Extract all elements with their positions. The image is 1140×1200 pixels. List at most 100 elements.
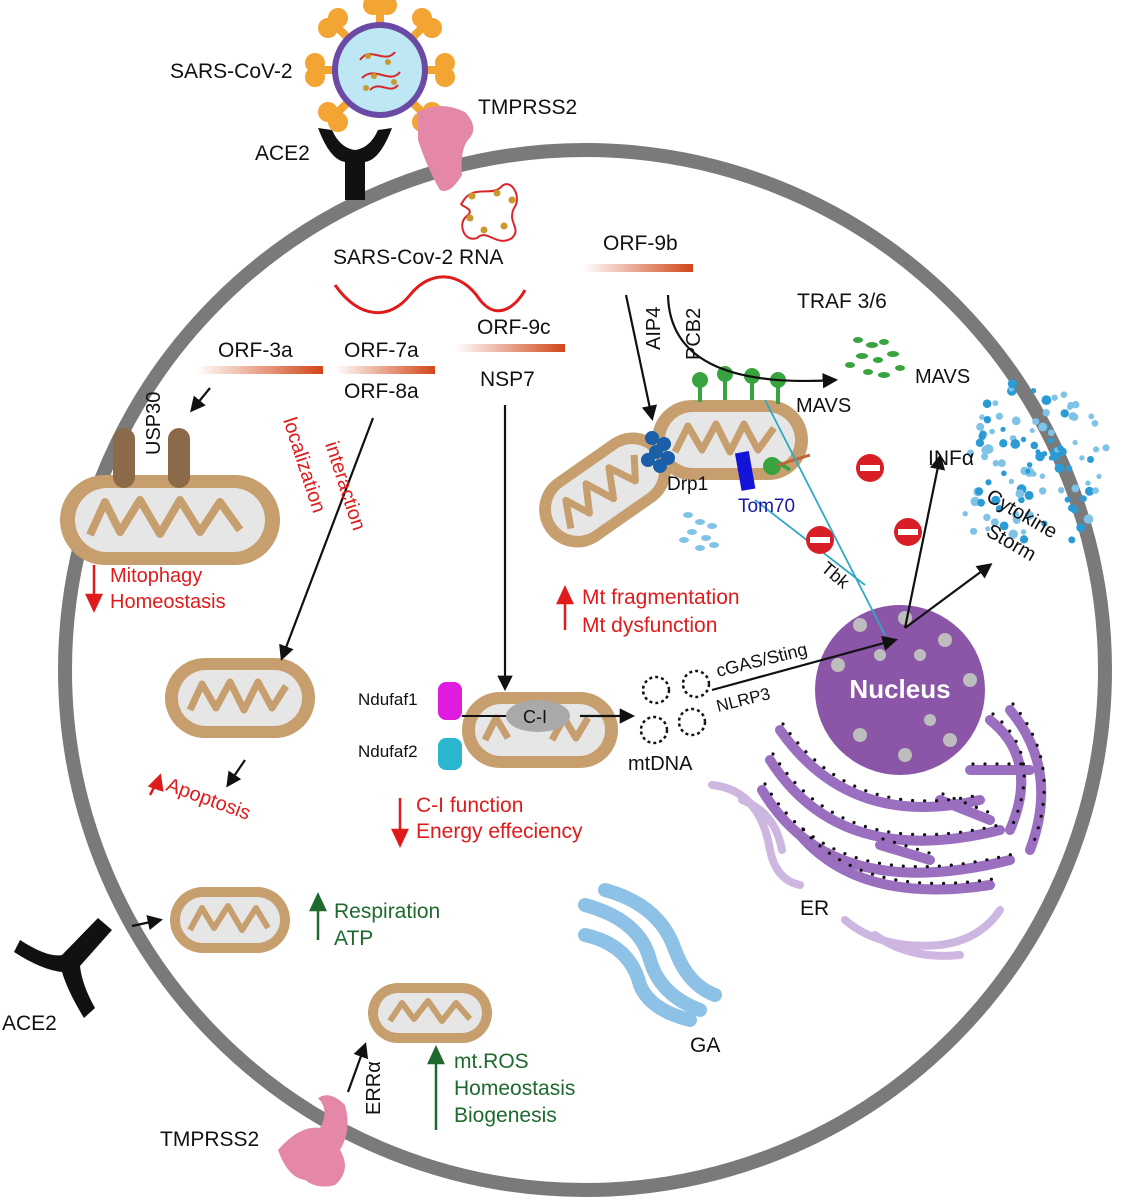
er-ribosome bbox=[1030, 732, 1035, 736]
er-ribosome bbox=[1007, 762, 1011, 766]
cytokine-dot bbox=[982, 399, 992, 409]
er-ribosome bbox=[841, 816, 845, 820]
cytokine-dots[interactable] bbox=[962, 379, 1110, 544]
cytokine-dot bbox=[1032, 418, 1040, 426]
label-nsp7: NSP7 bbox=[480, 368, 535, 391]
er-ribosome bbox=[963, 801, 967, 805]
cytokine-dot bbox=[979, 430, 987, 438]
cytokine-dot bbox=[1010, 439, 1021, 449]
er-ribosome bbox=[852, 820, 856, 825]
er-ribosome bbox=[887, 795, 891, 799]
er-ribosome bbox=[1021, 762, 1025, 766]
er-ribosome bbox=[906, 880, 910, 884]
viral-rna-icon bbox=[460, 183, 518, 242]
cytokine-dot bbox=[1035, 451, 1045, 462]
cytokine-dot bbox=[1020, 436, 1027, 443]
er-ribosome bbox=[913, 865, 917, 869]
cytokine-dot bbox=[1047, 429, 1055, 436]
er-ribosome bbox=[925, 865, 929, 869]
green-arrows bbox=[309, 892, 445, 1130]
er-ribosome bbox=[1039, 814, 1043, 818]
cytokine-dot bbox=[1066, 465, 1073, 472]
er-ribosome bbox=[1041, 766, 1045, 771]
label-usp30: USP30 bbox=[143, 392, 165, 455]
er-ribosome bbox=[866, 859, 870, 863]
mavs-cluster bbox=[845, 337, 905, 378]
label-ci: C-I bbox=[523, 707, 547, 727]
er-ribosome bbox=[958, 830, 963, 834]
cytokine-dot bbox=[970, 527, 978, 535]
er-ribosome bbox=[771, 752, 775, 756]
cytokine-dot bbox=[1047, 437, 1054, 444]
ndufaf1-protein bbox=[438, 682, 462, 720]
cytokine-dot bbox=[1041, 520, 1048, 527]
cytokine-dot bbox=[1012, 515, 1020, 523]
cytokine-dot bbox=[1102, 444, 1110, 452]
cytokine-dot bbox=[999, 521, 1009, 531]
cytokine-dot bbox=[1025, 468, 1031, 474]
label-tmprss2-top: TMPRSS2 bbox=[478, 96, 577, 119]
cytokine-dot bbox=[1070, 505, 1079, 514]
label-erra: ERRα bbox=[363, 1061, 385, 1115]
er-ribosome bbox=[923, 833, 927, 837]
label-drp1: Drp1 bbox=[667, 474, 708, 495]
cytokine-dot bbox=[1029, 428, 1035, 433]
er-ribosome bbox=[904, 844, 908, 848]
er-ribosome bbox=[1021, 786, 1025, 790]
label-mavs-mito: MAVS bbox=[796, 395, 851, 417]
label-orf9c: ORF-9c bbox=[477, 316, 551, 339]
er-ribosome bbox=[941, 792, 945, 796]
er-ribosome bbox=[877, 861, 882, 865]
cytokine-dot bbox=[1011, 416, 1021, 426]
cytokine-dot bbox=[1030, 388, 1037, 394]
er-ribosome bbox=[952, 796, 956, 801]
er-ribosome bbox=[776, 802, 781, 806]
er-ribosome bbox=[989, 877, 994, 881]
er-ribosome bbox=[810, 797, 815, 801]
label-tom70: Tom70 bbox=[738, 496, 795, 517]
red-arrows bbox=[85, 565, 574, 848]
er-ribosome bbox=[843, 852, 847, 856]
label-apoptosis: Apoptosis bbox=[163, 774, 253, 825]
er-ribosome bbox=[784, 811, 788, 815]
er-ribosome bbox=[961, 862, 965, 866]
cytokine-dot bbox=[1024, 510, 1034, 520]
er-ribosome bbox=[813, 758, 817, 762]
label-homeostasis-2: Homeostasis bbox=[454, 1077, 575, 1100]
mitochondrion-respiration bbox=[170, 887, 290, 953]
er-ribosome bbox=[958, 796, 963, 800]
mitochondrion-apoptosis bbox=[165, 658, 315, 738]
ci-complex bbox=[506, 700, 570, 732]
er-ribosome bbox=[930, 881, 934, 886]
tmprss2-bottom bbox=[278, 1095, 348, 1187]
cytokine-dot bbox=[1000, 426, 1006, 432]
er-ribosome bbox=[859, 868, 863, 872]
cytokine-dot bbox=[1058, 487, 1065, 494]
er-ribosome bbox=[1008, 853, 1012, 857]
cytokine-dot bbox=[1060, 391, 1068, 399]
cytokine-dot bbox=[998, 459, 1006, 467]
label-nlrp3: NLRP3 bbox=[714, 684, 772, 716]
label-mitophagy: Mitophagy bbox=[110, 565, 202, 587]
endoplasmic-reticulum bbox=[757, 705, 1047, 895]
er-ribosome bbox=[971, 762, 975, 766]
cytokine-dot bbox=[995, 412, 1004, 420]
cytokine-dot bbox=[991, 495, 1001, 505]
cytokine-dot bbox=[983, 513, 991, 522]
er-ribosome bbox=[974, 805, 979, 810]
cytokine-dot bbox=[981, 445, 991, 455]
er-ribosomes bbox=[763, 702, 1046, 886]
label-ndufaf2: Ndufaf2 bbox=[358, 742, 418, 761]
er-ribosome bbox=[973, 860, 977, 864]
cytokine-dot bbox=[1076, 523, 1086, 532]
cytokine-dot bbox=[979, 414, 985, 420]
cytokine-dot bbox=[1067, 404, 1073, 410]
label-tmprss2-bottom: TMPRSS2 bbox=[160, 1128, 259, 1151]
er-ribosome bbox=[853, 784, 857, 788]
er-ribosome bbox=[864, 789, 868, 793]
orf9b-bar bbox=[583, 264, 693, 272]
er-ribosome bbox=[1022, 774, 1026, 778]
cytokine-dot bbox=[1026, 462, 1033, 468]
er-ribosome bbox=[946, 831, 951, 836]
label-orf7a: ORF-7a bbox=[344, 339, 419, 362]
